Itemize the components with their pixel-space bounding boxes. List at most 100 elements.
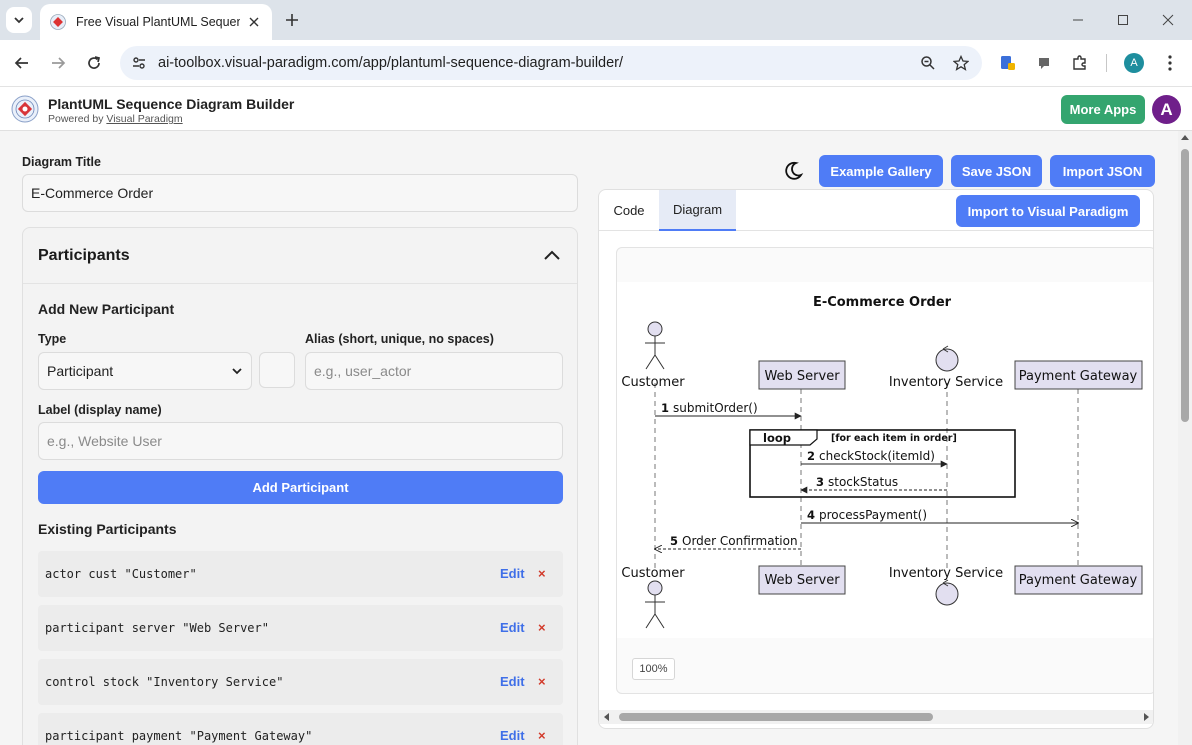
- scroll-up-arrow-icon[interactable]: [1181, 135, 1189, 140]
- type-label: Type: [38, 332, 67, 346]
- actor-customer-top: [645, 321, 665, 370]
- delete-participant-icon[interactable]: ×: [538, 620, 546, 635]
- powered-by: Powered by Visual Paradigm: [48, 113, 183, 125]
- diagram-title-input[interactable]: E-Commerce Order: [22, 174, 578, 212]
- tab-code[interactable]: Code: [613, 203, 645, 218]
- delete-participant-icon[interactable]: ×: [538, 728, 546, 743]
- alias-input[interactable]: e.g., user_actor: [305, 352, 563, 390]
- alias-label: Alias (short, unique, no spaces): [305, 332, 494, 346]
- participant-label: Inventory Service: [889, 375, 1003, 390]
- participant-box-web-server-bottom: [758, 565, 846, 595]
- participant-box-payment-gateway-bottom: [1014, 565, 1143, 595]
- edit-participant-button[interactable]: Edit: [500, 674, 525, 689]
- list-item: participant server "Web Server" Edit ×: [38, 605, 563, 651]
- reload-icon[interactable]: [82, 51, 106, 75]
- delete-participant-icon[interactable]: ×: [538, 674, 546, 689]
- close-tab-icon[interactable]: [246, 14, 262, 30]
- tab-diagram[interactable]: Diagram: [659, 190, 736, 231]
- diagram-title: E-Commerce Order: [813, 295, 952, 310]
- visual-paradigm-favicon-icon: [50, 14, 66, 30]
- edit-participant-button[interactable]: Edit: [500, 620, 525, 635]
- browser-tab-title: Free Visual PlantUML Sequence Diagram Bu…: [76, 15, 240, 29]
- app-header: PlantUML Sequence Diagram Builder Powere…: [0, 86, 1192, 131]
- type-select[interactable]: Participant: [38, 352, 252, 390]
- save-json-button[interactable]: Save JSON: [951, 155, 1042, 187]
- loop-fragment-tab: [749, 429, 818, 446]
- vertical-scroll-thumb[interactable]: [1181, 149, 1189, 422]
- diagram-canvas[interactable]: E-Commerce Order Customer Web Server: [616, 247, 1153, 694]
- type-select-value: Participant: [47, 363, 114, 379]
- loop-condition: [for each item in order]: [831, 433, 957, 444]
- chevron-up-icon[interactable]: [542, 246, 562, 266]
- list-item: control stock "Inventory Service" Edit ×: [38, 659, 563, 705]
- diagram-title-label: Diagram Title: [22, 155, 101, 169]
- zoom-magnifier-icon[interactable]: [916, 51, 940, 75]
- window-close-icon[interactable]: [1158, 10, 1178, 30]
- toolbar-separator: [1106, 54, 1107, 72]
- browser-tab-active[interactable]: Free Visual PlantUML Sequence Diagram Bu…: [40, 4, 272, 40]
- address-bar[interactable]: ai-toolbox.visual-paradigm.com/app/plant…: [120, 46, 982, 80]
- page-vertical-scrollbar[interactable]: [1178, 131, 1192, 745]
- chevron-down-icon: [232, 368, 242, 375]
- display-name-label: Label (display name): [38, 403, 162, 417]
- message-number: 3: [816, 475, 824, 489]
- extensions-puzzle-icon[interactable]: [1068, 51, 1092, 75]
- participant-label: Payment Gateway: [1019, 369, 1138, 384]
- message-number: 2: [807, 449, 815, 463]
- scroll-right-arrow-icon[interactable]: [1144, 713, 1149, 721]
- edit-participant-button[interactable]: Edit: [500, 566, 525, 581]
- participant-code: participant payment "Payment Gateway": [45, 729, 313, 743]
- list-item: participant payment "Payment Gateway" Ed…: [38, 713, 563, 745]
- browser-toolbar: ai-toolbox.visual-paradigm.com/app/plant…: [0, 40, 1192, 86]
- delete-participant-icon[interactable]: ×: [538, 566, 546, 581]
- control-inventory-bottom: [935, 579, 959, 606]
- add-participant-heading: Add New Participant: [38, 301, 175, 317]
- zoom-level-badge[interactable]: 100%: [632, 658, 675, 680]
- site-info-icon[interactable]: [128, 52, 150, 74]
- message-label: checkStock(itemId): [819, 449, 935, 463]
- new-tab-icon[interactable]: [280, 8, 304, 32]
- participant-label: Payment Gateway: [1019, 573, 1138, 588]
- participant-icon-preview: [259, 352, 295, 388]
- example-gallery-button[interactable]: Example Gallery: [819, 155, 943, 187]
- visual-paradigm-link[interactable]: Visual Paradigm: [106, 113, 183, 125]
- horizontal-scrollbar[interactable]: [599, 710, 1153, 724]
- participants-heading: Participants: [38, 247, 130, 264]
- bookmark-star-icon[interactable]: [949, 51, 973, 75]
- existing-participants-heading: Existing Participants: [38, 521, 177, 537]
- scroll-left-arrow-icon[interactable]: [604, 713, 609, 721]
- add-participant-button[interactable]: Add Participant: [38, 471, 563, 504]
- url-text[interactable]: ai-toolbox.visual-paradigm.com/app/plant…: [158, 55, 624, 71]
- participant-box-web-server: [758, 360, 846, 390]
- horizontal-scroll-thumb[interactable]: [619, 713, 933, 721]
- participants-card: Participants Add New Participant Type Al…: [22, 227, 578, 745]
- forward-arrow-icon[interactable]: [46, 51, 70, 75]
- loop-label: loop: [763, 431, 791, 445]
- page-content: Diagram Title E-Commerce Order Participa…: [0, 131, 1178, 745]
- browser-tabstrip: Free Visual PlantUML Sequence Diagram Bu…: [0, 0, 1192, 40]
- import-to-visual-paradigm-button[interactable]: Import to Visual Paradigm: [956, 195, 1140, 227]
- user-avatar[interactable]: A: [1152, 95, 1181, 124]
- back-arrow-icon[interactable]: [10, 51, 34, 75]
- participant-code: actor cust "Customer": [45, 567, 197, 581]
- participants-card-header[interactable]: Participants: [23, 228, 577, 284]
- participant-label: Customer: [621, 375, 685, 390]
- participant-code: control stock "Inventory Service": [45, 675, 284, 689]
- tab-search-button[interactable]: [6, 7, 32, 33]
- browser-profile-avatar[interactable]: A: [1124, 53, 1144, 73]
- edit-participant-button[interactable]: Edit: [500, 728, 525, 743]
- more-apps-button[interactable]: More Apps: [1061, 95, 1145, 124]
- maximize-icon[interactable]: [1113, 10, 1133, 30]
- browser-menu-kebab-icon[interactable]: [1158, 51, 1182, 75]
- import-json-button[interactable]: Import JSON: [1050, 155, 1155, 187]
- preview-tabs: Code Diagram Import to Visual Paradigm: [599, 190, 1153, 231]
- message-label: stockStatus: [828, 475, 898, 489]
- message-number: 5: [670, 534, 678, 548]
- participant-label: Web Server: [764, 369, 840, 384]
- minimize-icon[interactable]: [1068, 10, 1088, 30]
- dark-mode-moon-icon[interactable]: [782, 160, 804, 182]
- extension-chat-icon[interactable]: [1032, 51, 1056, 75]
- extension-translate-icon[interactable]: [996, 51, 1020, 75]
- display-name-input[interactable]: e.g., Website User: [38, 422, 563, 460]
- participant-label: Web Server: [764, 573, 840, 588]
